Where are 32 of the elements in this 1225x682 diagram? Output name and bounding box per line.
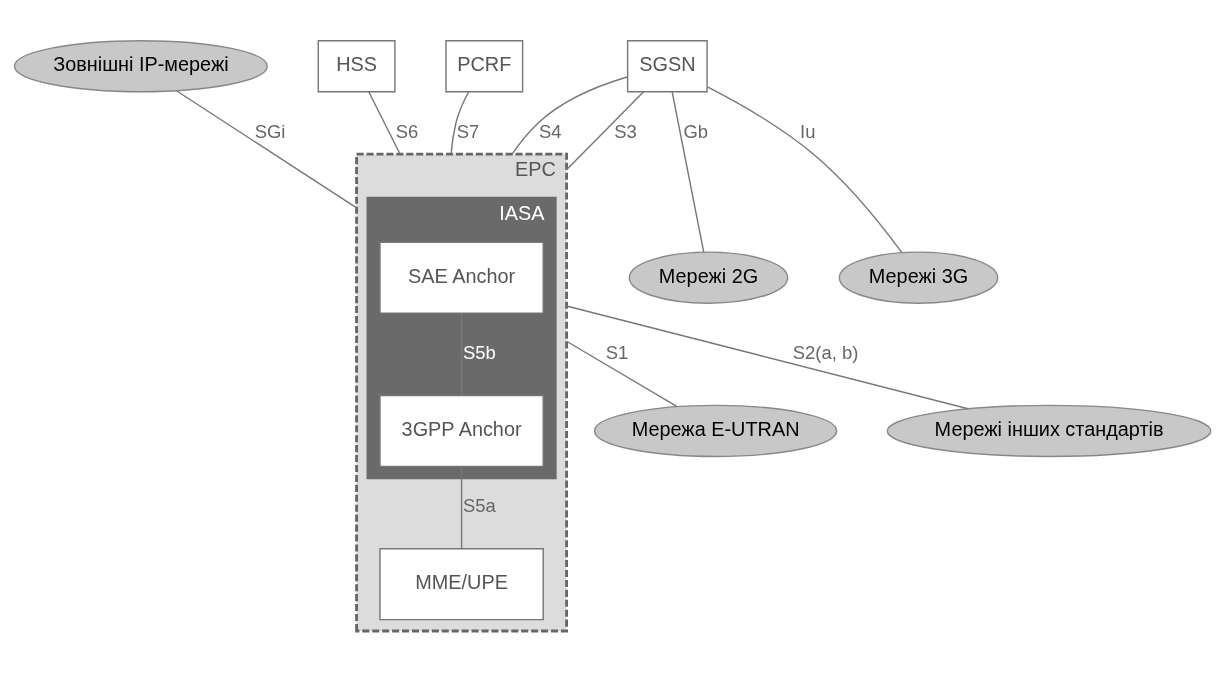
node-box: SGSN — [626, 39, 708, 92]
connector — [368, 90, 401, 155]
node-ellipse: Мережі 2G — [628, 250, 789, 304]
connector — [175, 89, 358, 209]
edge-label: Gb — [683, 120, 709, 142]
edge-label: S1 — [605, 341, 629, 363]
edge-label: SGi — [254, 120, 286, 142]
edge-label: S2(a, b) — [792, 341, 859, 363]
edge-label: S5b — [462, 341, 496, 363]
node-ellipse: Зовнішні IP-мережі — [13, 39, 268, 92]
connector — [706, 85, 903, 253]
node-box: 3GPP Anchor — [379, 394, 544, 467]
connector — [671, 90, 705, 253]
connector — [565, 90, 645, 170]
connector — [450, 90, 470, 155]
node-box: MME/UPE — [379, 547, 544, 620]
edge-label: S3 — [614, 120, 637, 142]
node-ellipse: Мережі 3G — [838, 250, 999, 304]
edge-label: S5a — [462, 494, 496, 516]
connector — [511, 75, 628, 155]
node-box: SAE Anchor — [379, 240, 544, 314]
edge-label: S7 — [456, 120, 480, 142]
node-box: PCRF — [445, 39, 524, 92]
node-box: HSS — [317, 39, 396, 92]
edge-label: S6 — [395, 120, 419, 142]
edge-label: Iu — [800, 120, 816, 142]
connector — [565, 340, 678, 407]
connector — [460, 465, 463, 549]
node-ellipse: Мережі інших стандартів — [886, 404, 1212, 457]
node-ellipse: Мережа E-UTRAN — [593, 404, 838, 457]
connector — [565, 304, 969, 409]
edge-label: S4 — [539, 120, 562, 142]
